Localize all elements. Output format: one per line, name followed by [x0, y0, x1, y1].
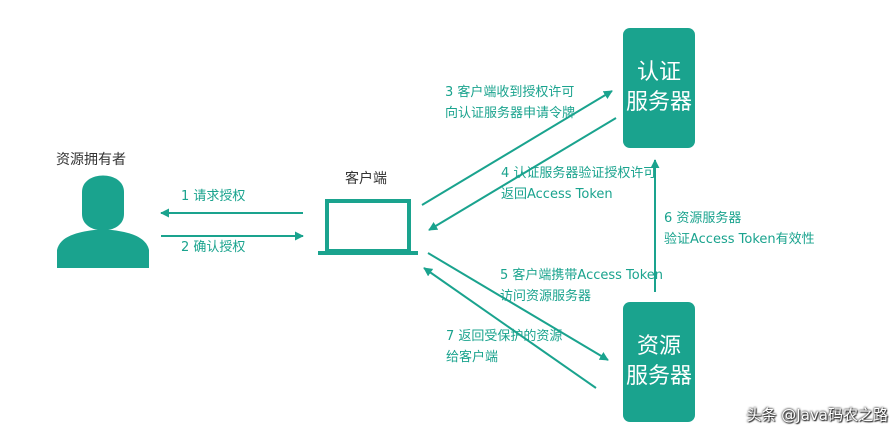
step6-label: 6 资源服务器 验证Access Token有效性	[664, 208, 815, 250]
resource-server-line2: 服务器	[625, 364, 692, 389]
step1-label: 1 请求授权	[181, 189, 246, 204]
step3-line2: 向认证服务器申请令牌	[445, 106, 576, 121]
resource-owner-label: 资源拥有者	[56, 152, 126, 168]
client-label: 客户端	[345, 171, 387, 187]
watermark: 头条 @Java码农之路	[746, 406, 888, 424]
step7-line1: 7 返回受保护的资源	[446, 329, 563, 344]
step5-line1: 5 客户端携带Access Token	[500, 268, 664, 283]
arrow-step4	[428, 117, 617, 231]
step4-label: 4 认证服务器验证授权许可 返回Access Token	[501, 163, 656, 205]
step5-line2: 访问资源服务器	[500, 289, 592, 304]
step2-label: 2 确认授权	[181, 240, 246, 255]
person-icon	[57, 175, 149, 268]
auth-server-line1: 认证	[636, 60, 681, 85]
resource-server-line1: 资源	[636, 334, 681, 359]
resource-server-box: 资源 服务器	[623, 302, 695, 422]
step6-line1: 6 资源服务器	[664, 211, 742, 226]
step7-line2: 给客户端	[446, 350, 499, 365]
step3-line1: 3 客户端收到授权许可	[445, 85, 575, 100]
auth-server-box: 认证 服务器	[623, 28, 695, 148]
step6-line2: 验证Access Token有效性	[664, 232, 815, 247]
step4-line1: 4 认证服务器验证授权许可	[501, 166, 657, 181]
arrow-step5	[427, 252, 609, 361]
laptop-icon	[318, 199, 418, 255]
step4-line2: 返回Access Token	[501, 187, 613, 202]
arrow-step7	[423, 267, 597, 389]
auth-server-line2: 服务器	[625, 90, 692, 115]
arrow-step3	[421, 90, 613, 206]
step5-label: 5 客户端携带Access Token 访问资源服务器	[500, 265, 663, 307]
step3-label: 3 客户端收到授权许可 向认证服务器申请令牌	[445, 82, 575, 124]
step7-label: 7 返回受保护的资源 给客户端	[446, 326, 562, 368]
